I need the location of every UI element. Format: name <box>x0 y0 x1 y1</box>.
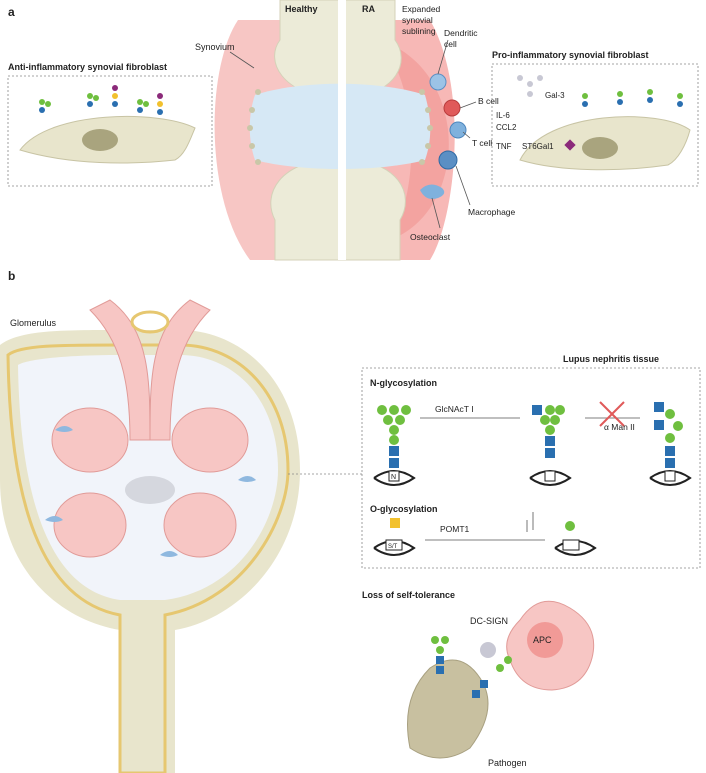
osteoclast-icon <box>420 184 445 199</box>
gal3-label: Gal-3 <box>545 91 565 100</box>
anti-inflammatory-title: Anti-inflammatory synovial fibroblast <box>8 62 167 72</box>
n-glycosylation-title: N-glycosylation <box>370 378 437 388</box>
joint-illustration <box>214 0 477 261</box>
panel-a-letter: a <box>8 5 15 19</box>
macrophage-label: Macrophage <box>468 207 516 217</box>
pro-inflammatory-title: Pro-inflammatory synovial fibroblast <box>492 50 649 60</box>
alpha-man-ii-label: α Man II <box>604 422 635 432</box>
gal3-icon <box>517 75 543 97</box>
o-glycan-after <box>554 521 597 556</box>
dendritic-cell-icon <box>429 73 447 91</box>
o-glycosylation-title: O-glycosylation <box>370 504 438 514</box>
pathogen-label: Pathogen <box>488 758 527 768</box>
dendritic-label: Dendritic cell <box>444 28 480 49</box>
hybrid-glycan <box>529 405 572 486</box>
glycan-icons <box>39 85 163 115</box>
lupus-title: Lupus nephritis tissue <box>563 354 659 364</box>
st6gal1-label: ST6Gal1 <box>522 142 554 151</box>
osteoclast-label: Osteoclast <box>410 232 451 242</box>
panel-b-letter: b <box>8 269 15 283</box>
ccl2-label: CCL2 <box>496 123 517 132</box>
tnf-label: TNF <box>496 142 512 151</box>
synovium-label: Synovium <box>195 42 235 52</box>
ra-label: RA <box>362 4 375 14</box>
pomt1-label: POMT1 <box>440 524 470 534</box>
st-site-label: S/T <box>388 544 398 550</box>
loss-title: Loss of self-tolerance <box>362 590 455 600</box>
o-glycan-before: S/T <box>373 518 416 556</box>
il6-label: IL-6 <box>496 111 510 120</box>
sialic-acid-icon <box>564 139 576 151</box>
healthy-label: Healthy <box>285 4 318 14</box>
high-mannose-glycan: N <box>373 405 416 486</box>
b-cell-icon <box>443 99 461 117</box>
complex-glycan <box>649 402 692 486</box>
n-site-label: N <box>391 474 396 481</box>
glomerulus-label: Glomerulus <box>10 318 57 328</box>
apc-label: APC <box>533 635 552 645</box>
lupus-nephritis-box: Lupus nephritis tissue N-glycosylation N… <box>361 354 701 569</box>
anti-inflammatory-box: Anti-inflammatory synovial fibroblast <box>7 62 213 187</box>
pro-inflammatory-box: Pro-inflammatory synovial fibroblast Gal… <box>491 50 699 187</box>
self-tolerance-illustration <box>407 600 595 759</box>
expanded-label: Expanded synovial sublining <box>402 4 443 36</box>
macrophage-icon <box>438 150 458 170</box>
t-cell-icon <box>449 121 467 139</box>
dc-sign-label: DC-SIGN <box>470 616 508 626</box>
glomerulus-illustration <box>0 299 300 773</box>
glcnact-label: GlcNAcT I <box>435 404 474 414</box>
b-cell-label: B cell <box>478 96 499 106</box>
t-cell-label: T cell <box>472 138 492 148</box>
